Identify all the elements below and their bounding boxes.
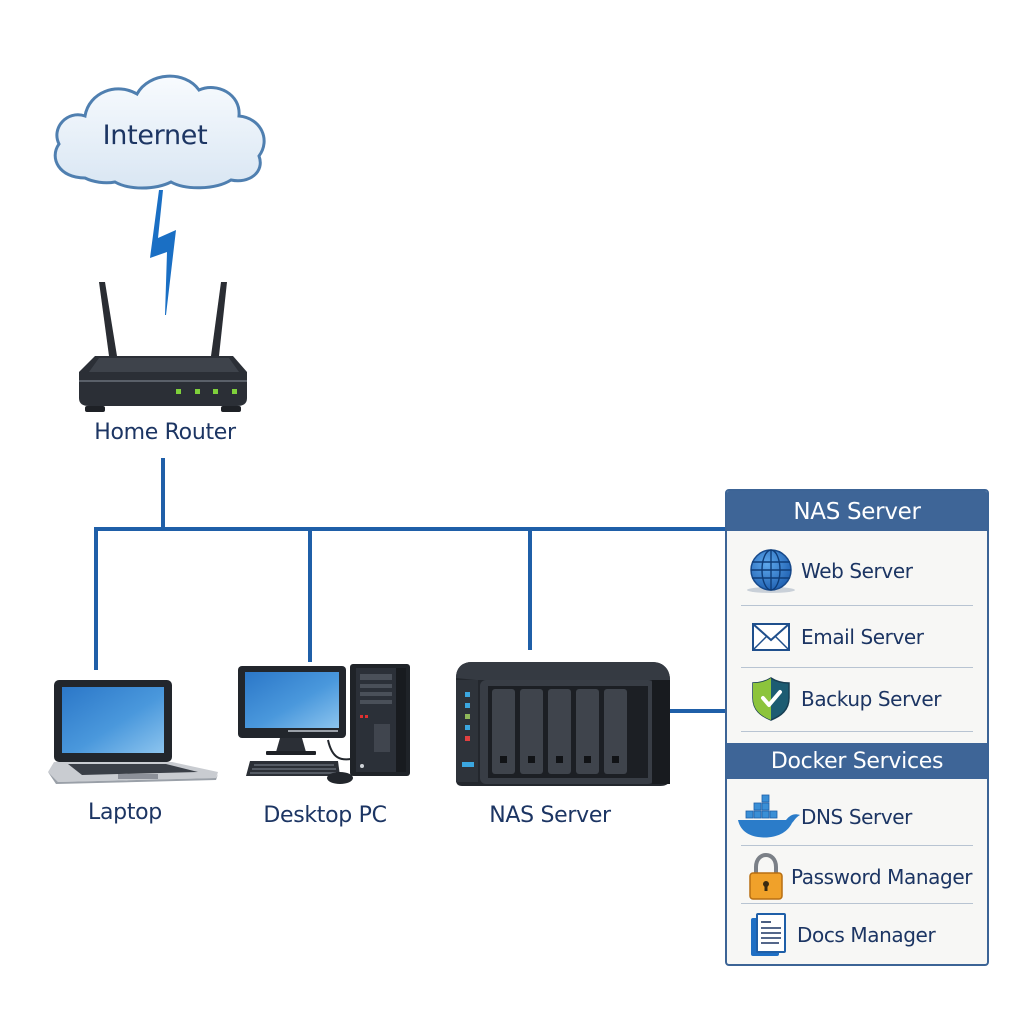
router-icon — [79, 282, 247, 412]
desktop-pc-label: Desktop PC — [263, 803, 387, 828]
docker-services-title: Docker Services — [727, 743, 987, 779]
service-label: Password Manager — [791, 865, 973, 889]
service-backup-server: Backup Server — [741, 669, 973, 729]
router-label: Home Router — [94, 420, 236, 445]
lightning-icon — [150, 190, 176, 315]
router-antenna-right — [211, 282, 227, 356]
service-label: Email Server — [801, 625, 924, 649]
service-dns-server: DNS Server — [738, 787, 973, 847]
nas-drive-bays — [492, 689, 627, 774]
service-label: Backup Server — [801, 687, 942, 711]
router-leds — [176, 389, 237, 394]
document-icon — [741, 911, 797, 959]
docker-whale-icon — [738, 793, 801, 841]
desktop-pc-icon — [238, 664, 410, 784]
divider — [741, 667, 973, 668]
service-docs-manager: Docs Manager — [741, 905, 973, 964]
laptop-icon — [48, 680, 218, 784]
service-label: DNS Server — [801, 805, 913, 829]
divider — [741, 903, 973, 904]
divider — [741, 605, 973, 606]
router-antenna-left — [99, 282, 117, 356]
nas-server-icon — [456, 662, 670, 786]
nas-server-label: NAS Server — [489, 803, 611, 828]
nas-status-leds — [462, 692, 474, 767]
divider — [741, 845, 973, 846]
service-email-server: Email Server — [741, 607, 973, 667]
service-label: Docs Manager — [797, 923, 936, 947]
nas-panel-title: NAS Server — [727, 491, 987, 531]
service-password-manager: Password Manager — [741, 847, 973, 907]
divider — [741, 731, 973, 732]
envelope-icon — [741, 613, 801, 661]
service-web-server: Web Server — [741, 541, 973, 601]
globe-icon — [741, 547, 801, 595]
shield-check-icon — [741, 675, 801, 723]
service-label: Web Server — [801, 559, 913, 583]
laptop-label: Laptop — [88, 800, 162, 825]
cloud-icon — [53, 74, 266, 190]
padlock-icon — [741, 852, 791, 901]
internet-label: Internet — [102, 120, 208, 151]
nas-services-panel: NAS Server — [725, 489, 989, 966]
